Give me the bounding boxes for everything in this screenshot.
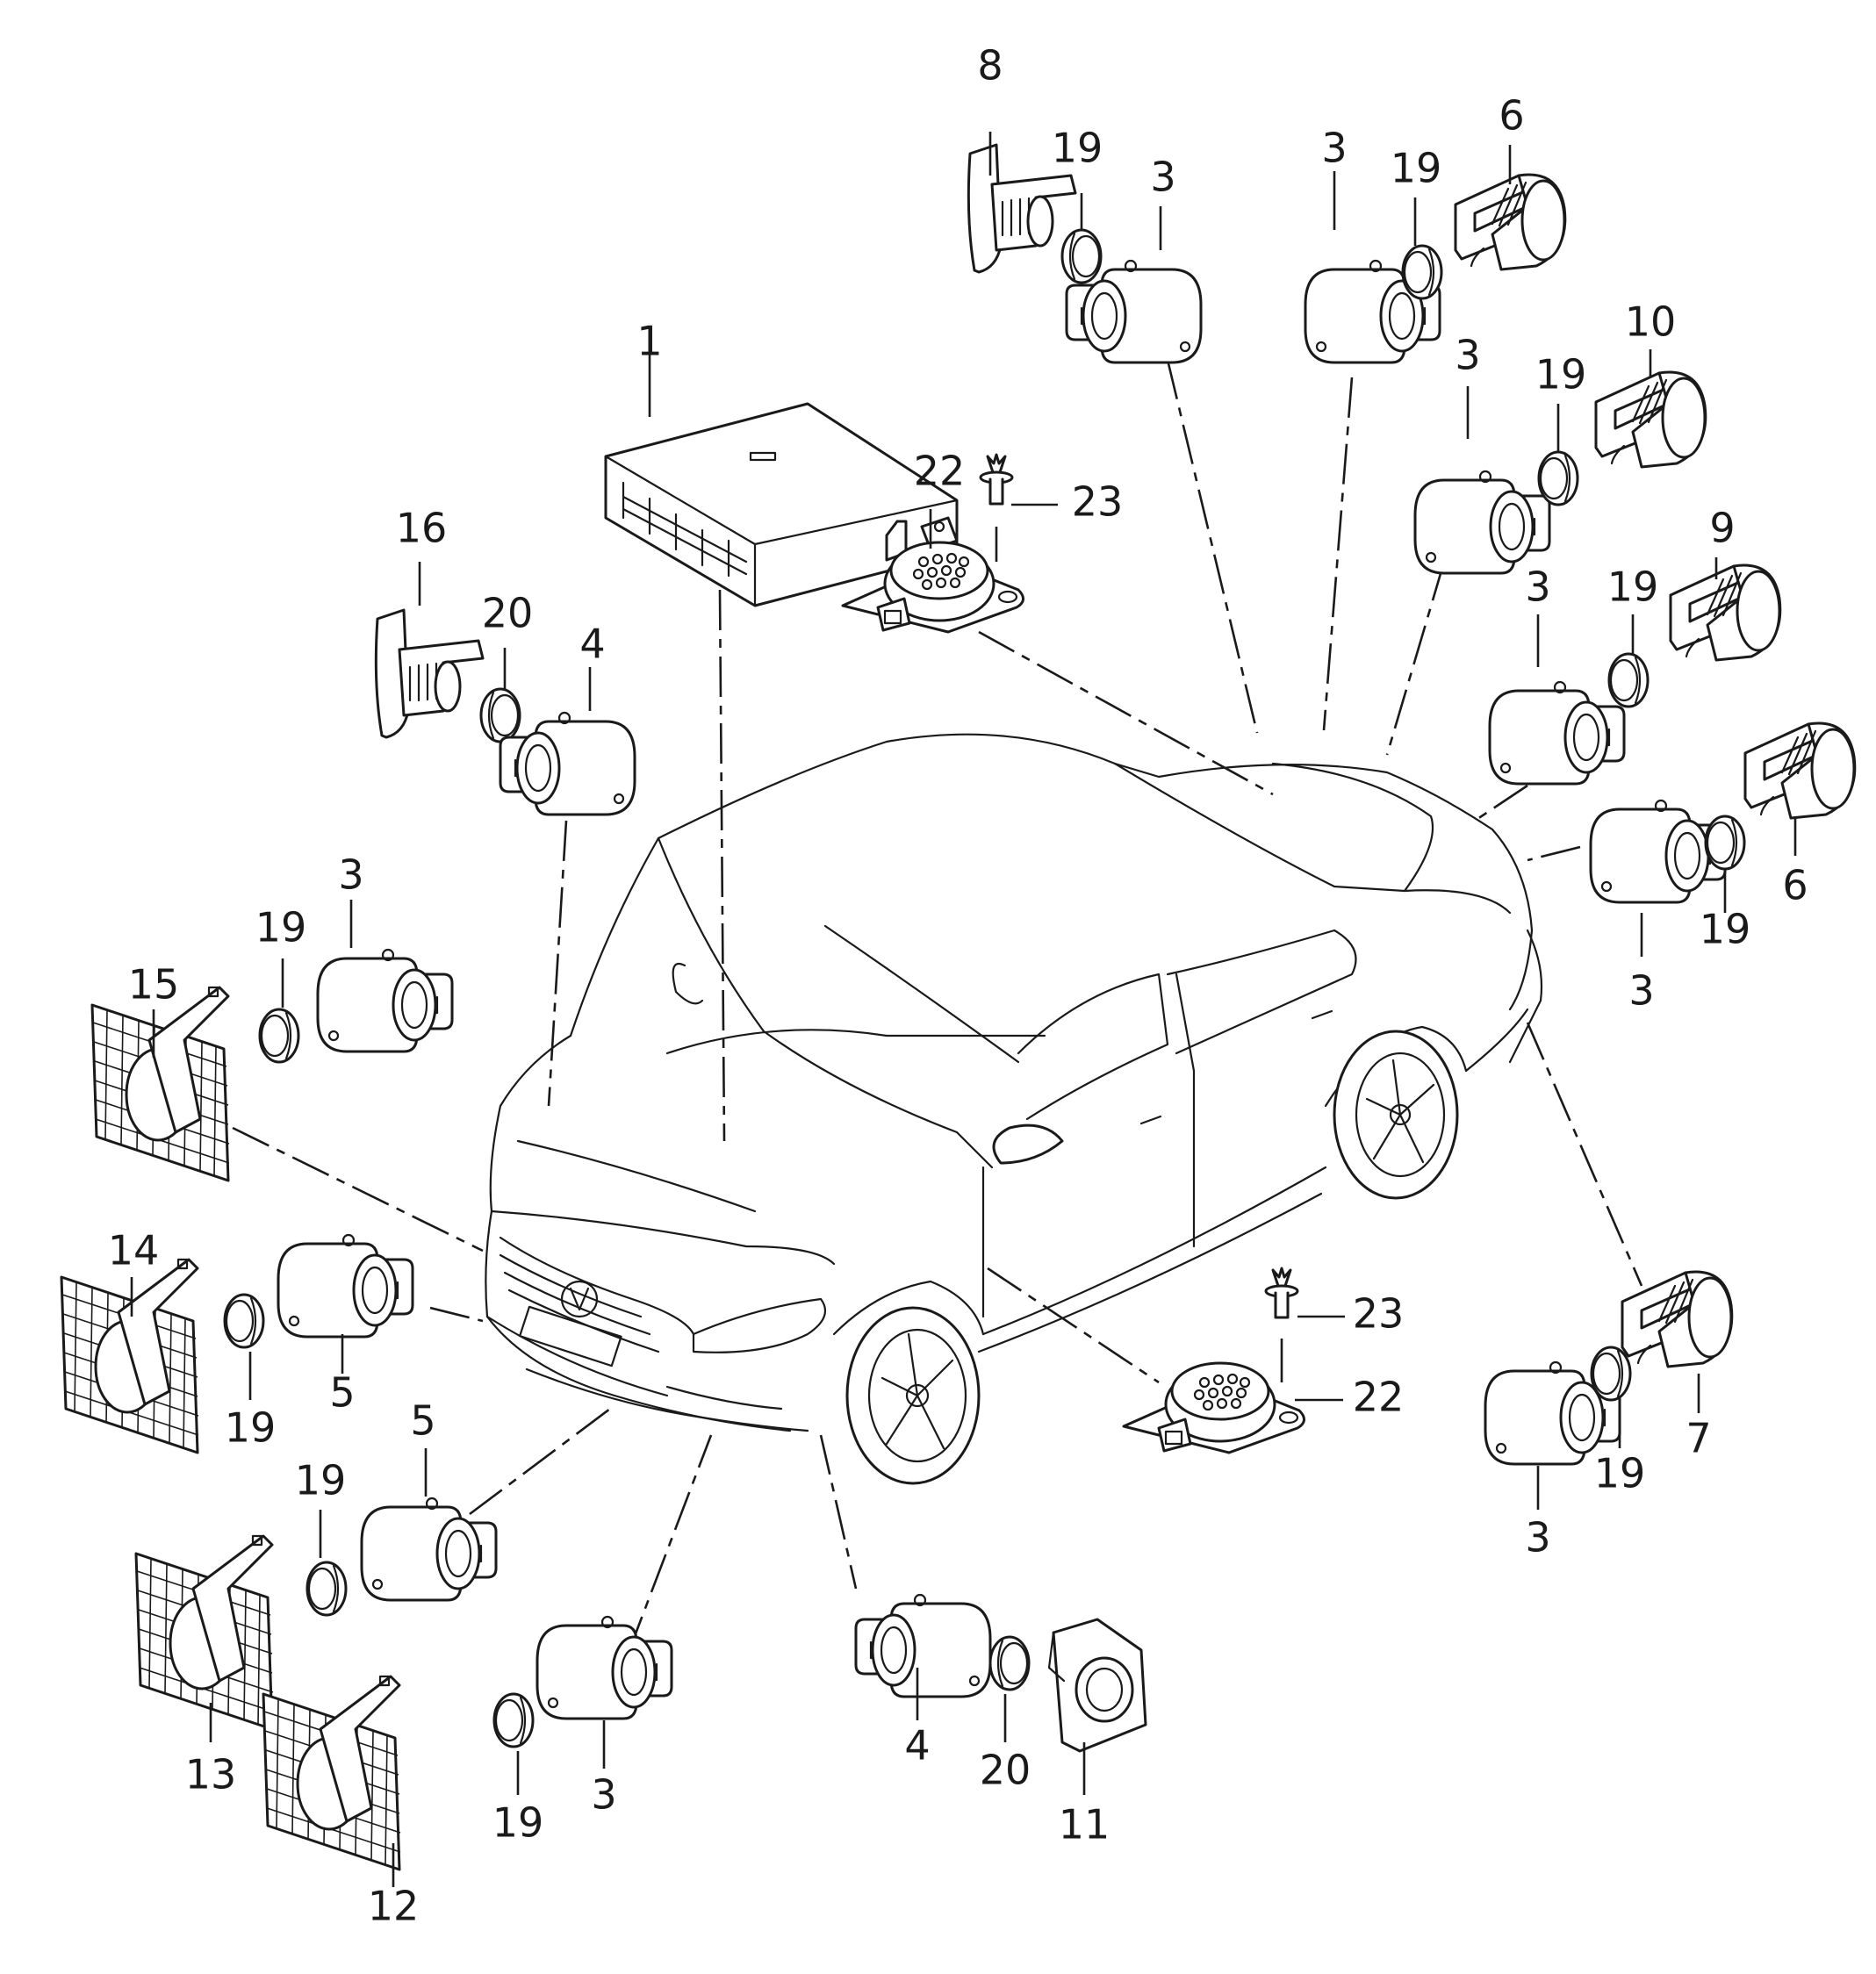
callout-23: 23 xyxy=(1353,1290,1405,1338)
vehicle-car-outline xyxy=(485,733,1543,1485)
callout-5: 5 xyxy=(410,1397,435,1445)
group-top-center xyxy=(967,132,1203,364)
callout-19: 19 xyxy=(1391,145,1442,192)
callout-9: 9 xyxy=(1709,505,1735,552)
callout-3: 3 xyxy=(1150,154,1175,201)
callout-19: 19 xyxy=(1607,563,1659,611)
buzzer-lower xyxy=(1122,1267,1345,1454)
callout-12: 12 xyxy=(368,1883,420,1930)
callout-7: 7 xyxy=(1686,1415,1711,1462)
group-bottom-11 xyxy=(854,1593,1147,1795)
callout-3: 3 xyxy=(1525,563,1550,611)
group-left-15 xyxy=(90,900,454,1182)
callout-3: 3 xyxy=(1525,1514,1550,1561)
callout-20: 20 xyxy=(980,1747,1031,1794)
group-left-14 xyxy=(60,1233,414,1454)
group-top-right xyxy=(1304,145,1567,364)
control-unit xyxy=(604,351,959,607)
callout-16: 16 xyxy=(396,505,448,552)
group-right-upper xyxy=(1413,349,1707,575)
callout-6: 6 xyxy=(1499,92,1524,140)
callout-3: 3 xyxy=(1321,125,1347,172)
callout-19: 19 xyxy=(1700,906,1751,953)
callout-8: 8 xyxy=(977,42,1003,90)
group-bottom-right xyxy=(1484,1270,1734,1510)
callout-22: 22 xyxy=(914,448,966,495)
callout-3: 3 xyxy=(591,1771,616,1819)
callout-1: 1 xyxy=(636,318,662,365)
callout-11: 11 xyxy=(1059,1801,1111,1848)
callout-19: 19 xyxy=(1594,1450,1646,1497)
callout-23: 23 xyxy=(1072,478,1124,526)
callout-19: 19 xyxy=(1535,351,1587,398)
callout-14: 14 xyxy=(108,1227,160,1274)
callout-19: 19 xyxy=(255,904,307,951)
callout-15: 15 xyxy=(128,961,180,1009)
callout-19: 19 xyxy=(225,1404,277,1452)
callout-4: 4 xyxy=(904,1722,930,1769)
group-left-upper xyxy=(374,562,636,816)
callout-20: 20 xyxy=(482,590,534,637)
callout-19: 19 xyxy=(1052,125,1103,172)
buzzer-upper xyxy=(841,453,1058,634)
callout-22: 22 xyxy=(1353,1374,1405,1421)
group-bottom-12 xyxy=(262,1615,673,1887)
callout-3: 3 xyxy=(1455,332,1480,379)
callout-3: 3 xyxy=(1628,967,1654,1015)
callout-3: 3 xyxy=(338,851,363,899)
callout-labels: 1 8 19 3 3 19 6 3 19 10 22 23 16 20 4 3 … xyxy=(108,42,1808,1930)
callout-5: 5 xyxy=(329,1369,355,1417)
group-right-mid xyxy=(1488,557,1782,786)
callout-10: 10 xyxy=(1625,298,1677,346)
group-left-13 xyxy=(134,1448,498,1742)
callout-13: 13 xyxy=(185,1751,237,1798)
leader-lines xyxy=(232,359,1643,1655)
callout-4: 4 xyxy=(579,621,605,668)
callout-6: 6 xyxy=(1782,862,1808,909)
group-right-lower xyxy=(1589,721,1857,957)
callout-19: 19 xyxy=(295,1457,347,1504)
callout-19: 19 xyxy=(492,1799,544,1847)
